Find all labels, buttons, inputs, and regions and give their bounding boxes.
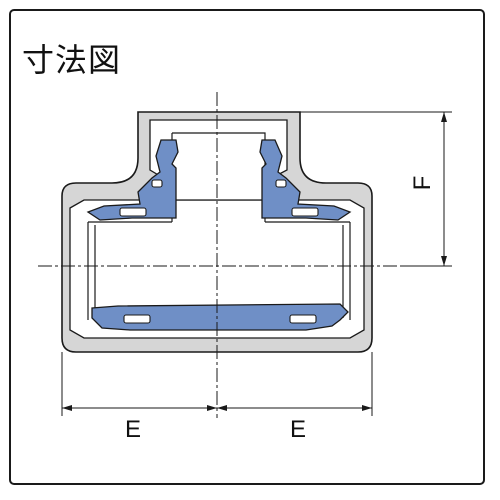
tee-cavity-run (69, 199, 365, 339)
page-title: 寸法図 (22, 41, 122, 79)
dimension-e-arrow-mid-right (217, 405, 227, 411)
insert-branch-right (259, 139, 352, 221)
insert-branch-left (86, 139, 179, 221)
dimension-f-lines (300, 111, 452, 267)
dimension-f-arrow-bottom (441, 256, 447, 266)
dimension-f-arrow-top (441, 112, 447, 122)
insert-run-bottom (91, 303, 349, 331)
dimension-e-arrow-mid-left (207, 405, 217, 411)
dimension-e-right-label: E (290, 416, 306, 443)
dimension-e-left-label: E (125, 416, 141, 443)
diagram-frame (9, 9, 485, 485)
dimension-e-arrow-right (362, 405, 372, 411)
insert-clips (119, 179, 319, 324)
dimension-e-arrow-left (62, 405, 72, 411)
dimension-f-label: F (409, 176, 436, 191)
dimension-e-lines (61, 352, 373, 416)
center-lines (38, 92, 398, 418)
